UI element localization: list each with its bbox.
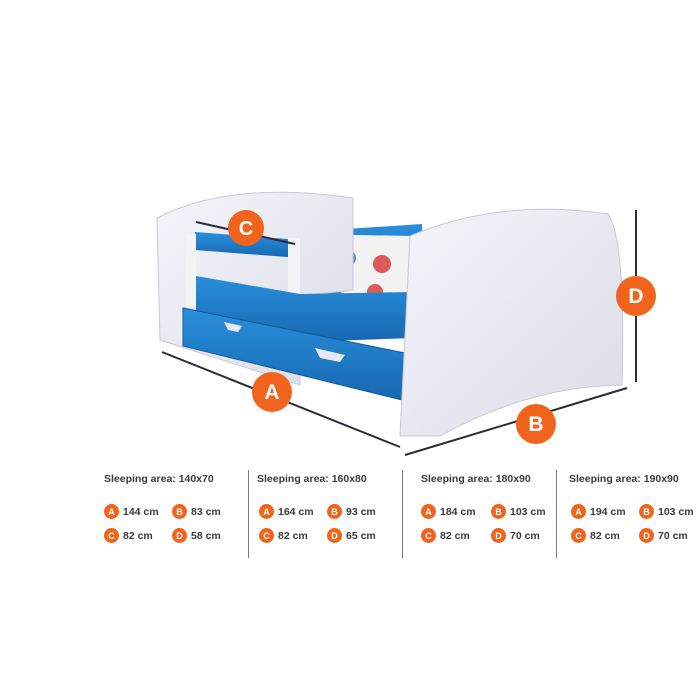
spec-column-180x90: Sleeping area: 180x90 A 184 cm B 103 cm … [402,470,556,558]
badge-b-icon: B [491,504,506,519]
dimension-value: 103 cm [658,505,694,518]
badge-b-icon: B [172,504,187,519]
spec-column-140x70: Sleeping area: 140x70 A 144 cm B 83 cm C… [96,470,248,558]
badge-b-icon: B [639,504,654,519]
spec-column-160x80: Sleeping area: 160x80 A 164 cm B 93 cm C… [248,470,402,558]
dimension-value: 144 cm [123,505,159,518]
dimension-value: 93 cm [346,505,376,518]
dimension-c: C 82 cm [571,528,620,543]
dimension-d: D 70 cm [639,528,688,543]
dimension-b: B 93 cm [327,504,376,519]
svg-text:A: A [264,381,279,404]
sleeping-area-title: Sleeping area: 140x70 [104,473,214,485]
bed-illustration: C D A B [156,191,656,456]
badge-b-icon: B [327,504,342,519]
svg-text:B: B [528,413,543,436]
dimension-b: B 103 cm [491,504,546,519]
dimension-b: B 103 cm [639,504,694,519]
dimension-c: C 82 cm [421,528,470,543]
badge-c-icon: C [259,528,274,543]
dimension-a: A 194 cm [571,504,626,519]
badge-a: A [252,372,292,412]
dimension-value: 82 cm [590,529,620,542]
badge-c: C [228,210,264,246]
dimension-d: D 65 cm [327,528,376,543]
size-specifications: Sleeping area: 140x70 A 144 cm B 83 cm C… [96,470,700,560]
fence-post-left [186,234,196,306]
dimension-value: 58 cm [191,529,221,542]
svg-text:C: C [239,218,253,240]
dimension-d: D 70 cm [491,528,540,543]
badge-d-icon: D [491,528,506,543]
dimension-line-b [404,387,628,456]
sleeping-area-title: Sleeping area: 160x80 [257,473,367,485]
sleeping-area-title: Sleeping area: 180x90 [421,473,531,485]
dimension-c: C 82 cm [104,528,153,543]
badge-a-icon: A [259,504,274,519]
badge-d-icon: D [172,528,187,543]
spec-column-190x90: Sleeping area: 190x90 A 194 cm B 103 cm … [556,470,700,558]
badge-a-icon: A [571,504,586,519]
dimension-value: 184 cm [440,505,476,518]
dimension-value: 65 cm [346,529,376,542]
right-footboard [399,208,624,437]
badge-a-icon: A [104,504,119,519]
drawer-handle-right [315,348,345,362]
dimension-value: 82 cm [123,529,153,542]
badge-d-icon: D [327,528,342,543]
dimension-value: 70 cm [510,529,540,542]
dimension-value: 83 cm [191,505,221,518]
badge-c-icon: C [421,528,436,543]
dimension-d: D 58 cm [172,528,221,543]
dimension-value: 103 cm [510,505,546,518]
dimension-c: C 82 cm [259,528,308,543]
dimension-value: 194 cm [590,505,626,518]
badge-b: B [516,404,556,444]
badge-d-icon: D [639,528,654,543]
dimension-b: B 83 cm [172,504,221,519]
badge-d: D [616,276,656,316]
badge-c-icon: C [104,528,119,543]
dimension-a: A 144 cm [104,504,159,519]
svg-text:D: D [628,285,643,308]
dimension-value: 70 cm [658,529,688,542]
sleeping-area-title: Sleeping area: 190x90 [569,473,679,485]
dimension-a: A 184 cm [421,504,476,519]
badge-c-icon: C [571,528,586,543]
dimension-a: A 164 cm [259,504,314,519]
dimension-value: 82 cm [440,529,470,542]
badge-a-icon: A [421,504,436,519]
dimension-value: 164 cm [278,505,314,518]
drawer-handle-left [224,322,242,332]
dimension-value: 82 cm [278,529,308,542]
